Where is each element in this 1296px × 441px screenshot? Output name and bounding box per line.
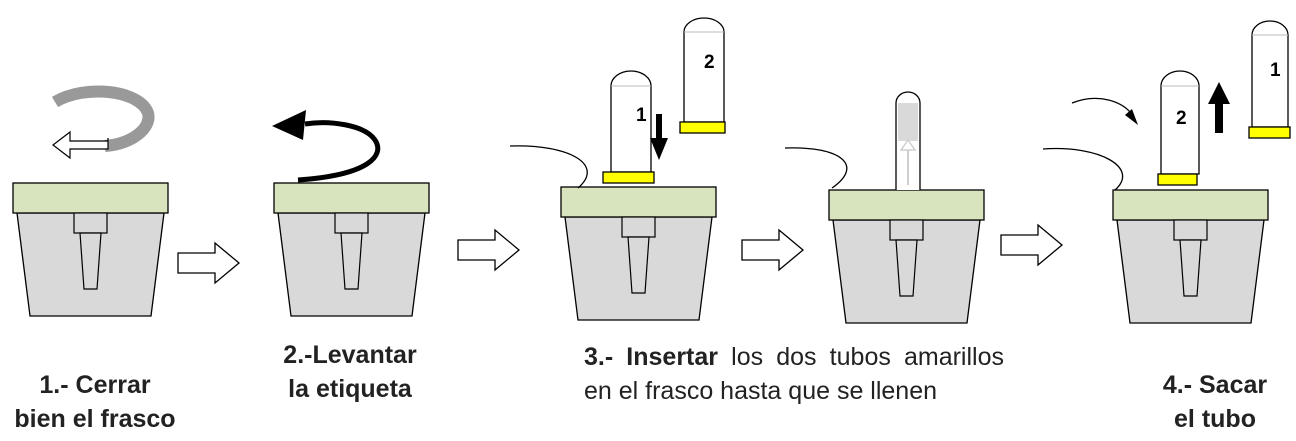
caption-line: 1.- Cerrar <box>39 371 151 399</box>
tube-inserted: 2 <box>1157 70 1200 186</box>
tube-number: 1 <box>636 105 647 126</box>
caption-line: bien el frasco <box>14 405 176 433</box>
jar <box>273 182 430 317</box>
step2-figure <box>272 110 430 317</box>
insert-arrow-icon <box>1071 97 1138 125</box>
up-arrow-icon <box>1208 82 1230 133</box>
caption-line: la etiqueta <box>288 375 412 403</box>
down-arrow-icon <box>650 114 668 160</box>
label-flap <box>509 145 588 189</box>
step1-caption: 1.- Cerrar bien el frasco <box>0 368 190 436</box>
label-flap <box>784 147 848 189</box>
step3-caption: 3.- Insertar los dos tubos amarillos en … <box>584 340 1004 408</box>
jar <box>12 182 169 317</box>
next-step-arrow-icon <box>1000 224 1063 266</box>
jar <box>560 186 717 321</box>
caption-line: 4.- Sacar <box>1162 371 1268 399</box>
lift-label-arrow-icon <box>272 110 381 183</box>
step2-caption: 2.-Levantar la etiqueta <box>250 338 450 406</box>
tube-number: 1 <box>1270 60 1281 81</box>
step4-figure: 2 1 <box>1042 20 1291 324</box>
tube-inserted: 1 <box>602 70 655 184</box>
step1-figure <box>12 85 169 317</box>
step4-caption: 4.- Sacar el tubo <box>1140 368 1290 436</box>
tube-removed: 1 <box>1248 20 1291 139</box>
tube-filling <box>895 91 921 190</box>
tube-waiting: 2 <box>679 17 726 134</box>
tube-number: 2 <box>1176 108 1187 129</box>
caption-line: el tubo <box>1174 405 1256 433</box>
next-step-arrow-icon <box>457 229 520 271</box>
jar <box>1112 189 1269 324</box>
next-step-arrow-icon <box>741 229 804 271</box>
tube-number: 2 <box>704 52 715 73</box>
caption-text: los dos tubos amarillos en el frasco has… <box>584 343 1004 405</box>
jar <box>828 189 985 324</box>
label-flap <box>1042 147 1123 191</box>
close-rotation-arrow-icon <box>51 85 155 160</box>
caption-line: 2.-Levantar <box>283 341 417 369</box>
next-step-arrow-icon <box>177 242 240 284</box>
filling-figure <box>784 91 985 324</box>
caption-bold: 3.- Insertar <box>584 343 719 371</box>
step3-figure: 1 2 <box>509 17 726 321</box>
